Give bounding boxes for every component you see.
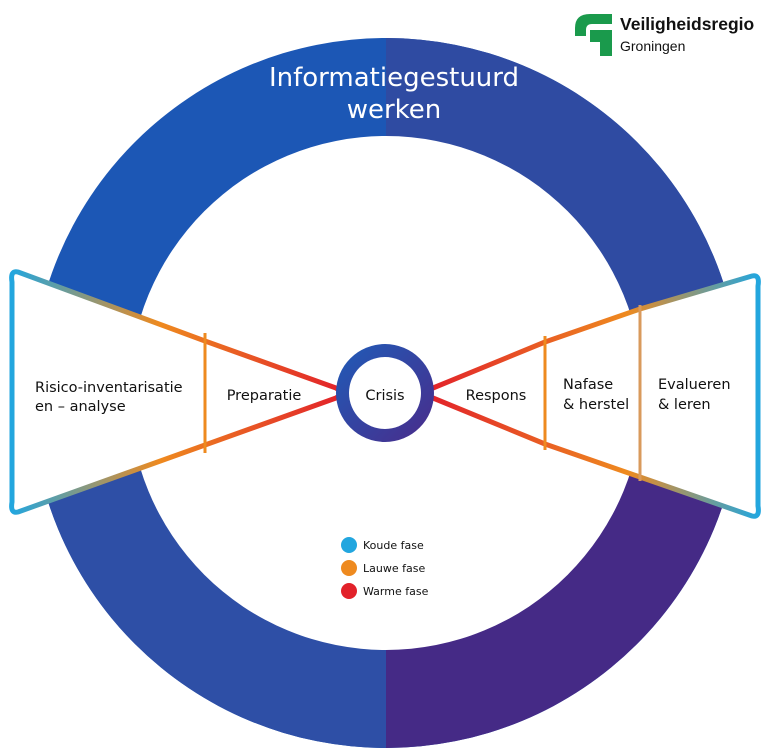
legend-label-koude: Koude fase	[363, 539, 424, 552]
label-crisis: Crisis	[365, 388, 404, 404]
outer-ring	[31, 38, 741, 748]
crisis-circle	[336, 344, 434, 442]
label-preparatie: Preparatie	[227, 388, 302, 404]
label-evalueren-line1: Evalueren	[658, 377, 731, 393]
label-nafase-line1: Nafase	[563, 377, 613, 393]
label-evalueren-line2: & leren	[658, 397, 711, 413]
legend: Koude fase Lauwe fase Warme fase	[341, 537, 429, 599]
ring-title-line1: Informatiegestuurd	[269, 63, 519, 93]
legend-label-lauwe: Lauwe fase	[363, 562, 425, 575]
label-respons: Respons	[466, 388, 527, 404]
legend-dot-warme	[341, 583, 357, 599]
label-risico-line2: en – analyse	[35, 399, 126, 415]
logo-region: Groningen	[620, 38, 686, 54]
veiligheidsregio-logo-icon	[575, 14, 612, 56]
legend-dot-lauwe	[341, 560, 357, 576]
legend-dot-koude	[341, 537, 357, 553]
logo-name: Veiligheidsregio	[620, 14, 755, 34]
legend-label-warme: Warme fase	[363, 585, 429, 598]
label-risico-line1: Risico-inventarisatie	[35, 380, 183, 396]
label-nafase-line2: & herstel	[563, 397, 629, 413]
ring-title-line2: werken	[347, 95, 442, 125]
